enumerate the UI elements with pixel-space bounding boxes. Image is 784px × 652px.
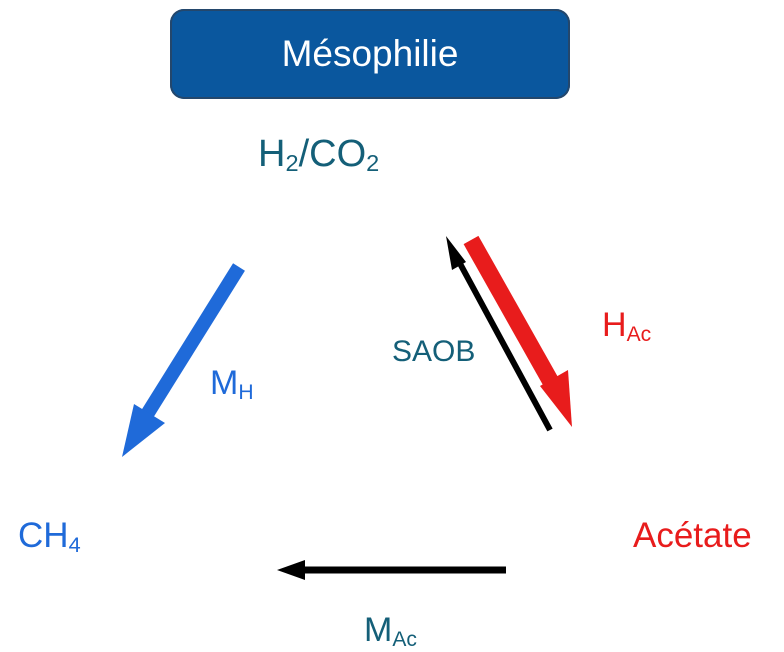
h2-co2-node: H2/CO2 [258, 133, 380, 177]
blue-arrow-mh [122, 263, 245, 457]
hac-label: HAc [602, 306, 652, 346]
black-arrow-mac [277, 560, 506, 580]
mac-label: MAc [364, 611, 417, 651]
acetate-node: Acétate [633, 516, 752, 555]
red-arrow-hac [463, 235, 572, 427]
title-text: Mésophilie [281, 33, 459, 74]
ch4-node: CH4 [18, 516, 81, 557]
black-arrow-saob [446, 236, 553, 432]
title-box: Mésophilie [170, 9, 570, 99]
saob-label: SAOB [392, 335, 476, 368]
mh-label: MH [210, 364, 254, 404]
